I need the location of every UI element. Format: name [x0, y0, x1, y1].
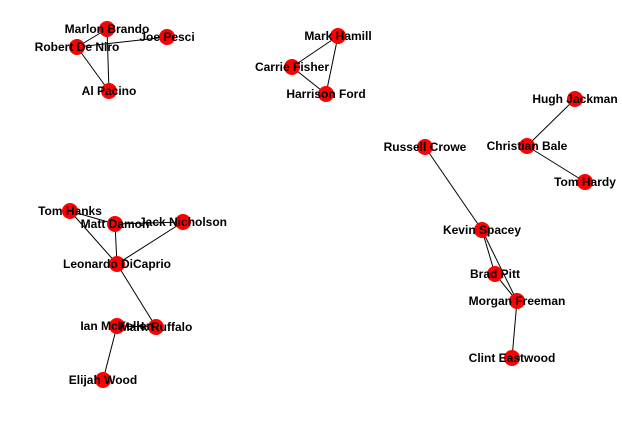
- node-label-christian-bale: Christian Bale: [487, 139, 568, 153]
- node-label-carrie-fisher: Carrie Fisher: [255, 60, 329, 74]
- node-label-marlon-brando: Marlon Brando: [65, 22, 150, 36]
- node-label-hugh-jackman: Hugh Jackman: [532, 92, 617, 106]
- edge-jack-nicholson-leonardo-dicaprio: [116, 221, 184, 265]
- node-kevin-spacey: [474, 222, 490, 238]
- edge-kevin-spacey-morgan-freeman: [481, 229, 518, 302]
- node-mark-ruffalo: [148, 319, 164, 335]
- node-matt-damon: [107, 216, 123, 232]
- node-mark-hamill: [330, 28, 346, 44]
- edge-christian-bale-hugh-jackman: [526, 98, 576, 147]
- node-label-mark-hamill: Mark Hamill: [304, 29, 371, 43]
- node-label-jack-nicholson: Jack Nicholson: [139, 215, 227, 229]
- edge-russell-crowe-kevin-spacey: [424, 146, 483, 231]
- node-russell-crowe: [417, 139, 433, 155]
- node-brad-pitt: [487, 266, 503, 282]
- edge-christian-bale-tom-hardy: [526, 145, 586, 183]
- node-harrison-ford: [318, 86, 334, 102]
- edge-marlon-brando-al-pacino: [106, 28, 110, 92]
- node-tom-hardy: [577, 174, 593, 190]
- node-leonardo-dicaprio: [109, 256, 125, 272]
- node-clint-eastwood: [504, 350, 520, 366]
- node-elijah-wood: [95, 372, 111, 388]
- node-jack-nicholson: [175, 214, 191, 230]
- node-label-joe-pesci: Joe Pesci: [139, 30, 194, 44]
- node-joe-pesci: [159, 29, 175, 45]
- node-label-elijah-wood: Elijah Wood: [69, 373, 137, 387]
- node-label-al-pacino: Al Pacino: [82, 84, 137, 98]
- edge-leonardo-dicaprio-mark-ruffalo: [116, 263, 157, 328]
- node-carrie-fisher: [284, 59, 300, 75]
- edge-mark-hamill-harrison-ford: [325, 35, 339, 95]
- node-layer: [62, 21, 593, 388]
- edge-ian-mckellen-elijah-wood: [102, 325, 118, 381]
- node-label-matt-damon: Matt Damon: [81, 217, 150, 231]
- node-label-robert-de-niro: Robert De Niro: [35, 40, 120, 54]
- edge-robert-de-niro-al-pacino: [76, 46, 110, 92]
- node-label-kevin-spacey: Kevin Spacey: [443, 223, 521, 237]
- node-label-brad-pitt: Brad Pitt: [470, 267, 520, 281]
- node-label-harrison-ford: Harrison Ford: [286, 87, 365, 101]
- node-christian-bale: [519, 138, 535, 154]
- node-label-mark-ruffalo: Mark Ruffalo: [120, 320, 193, 334]
- node-label-tom-hanks: Tom Hanks: [38, 204, 102, 218]
- edge-matt-damon-jack-nicholson: [114, 221, 184, 225]
- node-label-russell-crowe: Russell Crowe: [384, 140, 467, 154]
- edge-tom-hanks-leonardo-dicaprio: [69, 210, 118, 265]
- node-hugh-jackman: [567, 91, 583, 107]
- node-robert-de-niro: [69, 39, 85, 55]
- node-tom-hanks: [62, 203, 78, 219]
- node-label-clint-eastwood: Clint Eastwood: [469, 351, 556, 365]
- node-label-ian-mckellen: Ian McKellen: [80, 319, 153, 333]
- node-label-morgan-freeman: Morgan Freeman: [469, 294, 566, 308]
- edge-robert-de-niro-joe-pesci: [76, 36, 168, 48]
- edge-morgan-freeman-clint-eastwood: [511, 300, 518, 359]
- node-marlon-brando: [99, 21, 115, 37]
- node-label-leonardo-dicaprio: Leonardo DiCaprio: [63, 257, 171, 271]
- node-ian-mckellen: [109, 318, 125, 334]
- edge-mark-hamill-carrie-fisher: [291, 35, 339, 68]
- node-morgan-freeman: [509, 293, 525, 309]
- node-al-pacino: [101, 83, 117, 99]
- node-label-tom-hardy: Tom Hardy: [554, 175, 616, 189]
